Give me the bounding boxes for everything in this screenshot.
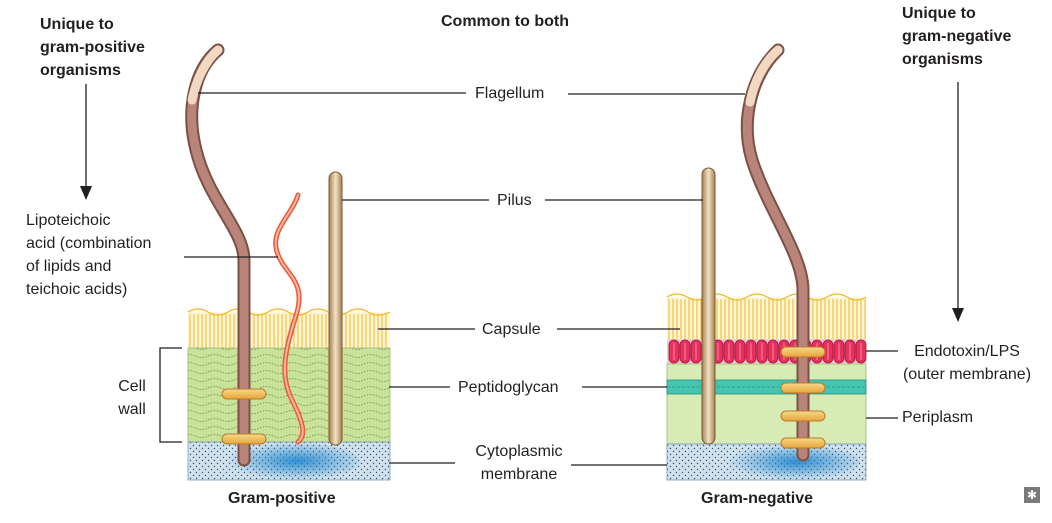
- gram-positive-flagellum: [185, 43, 267, 467]
- label-periplasm: Periplasm: [902, 409, 974, 426]
- periplasm-space: [666, 363, 867, 445]
- heading-unique-gram-positive: Unique to gram-positive organisms: [40, 16, 145, 79]
- label-endotoxin-lps: Endotoxin/LPS (outer membrane): [902, 343, 1032, 383]
- caption-gram-negative: Gram-negative: [701, 490, 814, 507]
- heading-common-to-both: Common to both: [441, 13, 569, 30]
- gram-negative-cytoplasmic-membrane: [666, 443, 867, 481]
- asterisk-icon[interactable]: ✱: [1024, 487, 1040, 503]
- label-peptidoglycan: Peptidoglycan: [458, 379, 559, 396]
- gram-positive-cytoplasmic-membrane: [187, 441, 391, 481]
- leader-lines: [80, 82, 964, 466]
- label-lipoteichoic-acid: Lipoteichoic acid (combination of lipids…: [26, 212, 152, 298]
- heading-unique-gram-negative: Unique to gram-negative organisms: [902, 5, 1012, 68]
- gram-negative-capsule: [666, 293, 867, 339]
- label-pilus: Pilus: [497, 192, 532, 209]
- outer-membrane-lps: [667, 339, 867, 364]
- gram-positive-wall: [185, 43, 391, 481]
- gram-positive-pilus: [328, 171, 343, 446]
- gram-negative-flagellum: [740, 43, 826, 462]
- label-cell-wall: Cell wall: [118, 378, 146, 418]
- label-cytoplasmic-membrane: Cytoplasmic membrane: [475, 443, 563, 483]
- gram-negative-pilus: [701, 167, 716, 445]
- label-flagellum: Flagellum: [475, 85, 545, 102]
- caption-gram-positive: Gram-positive: [228, 490, 336, 507]
- label-capsule: Capsule: [482, 321, 541, 338]
- gram-negative-wall: [666, 43, 867, 481]
- gram-negative-peptidoglycan: [666, 379, 867, 395]
